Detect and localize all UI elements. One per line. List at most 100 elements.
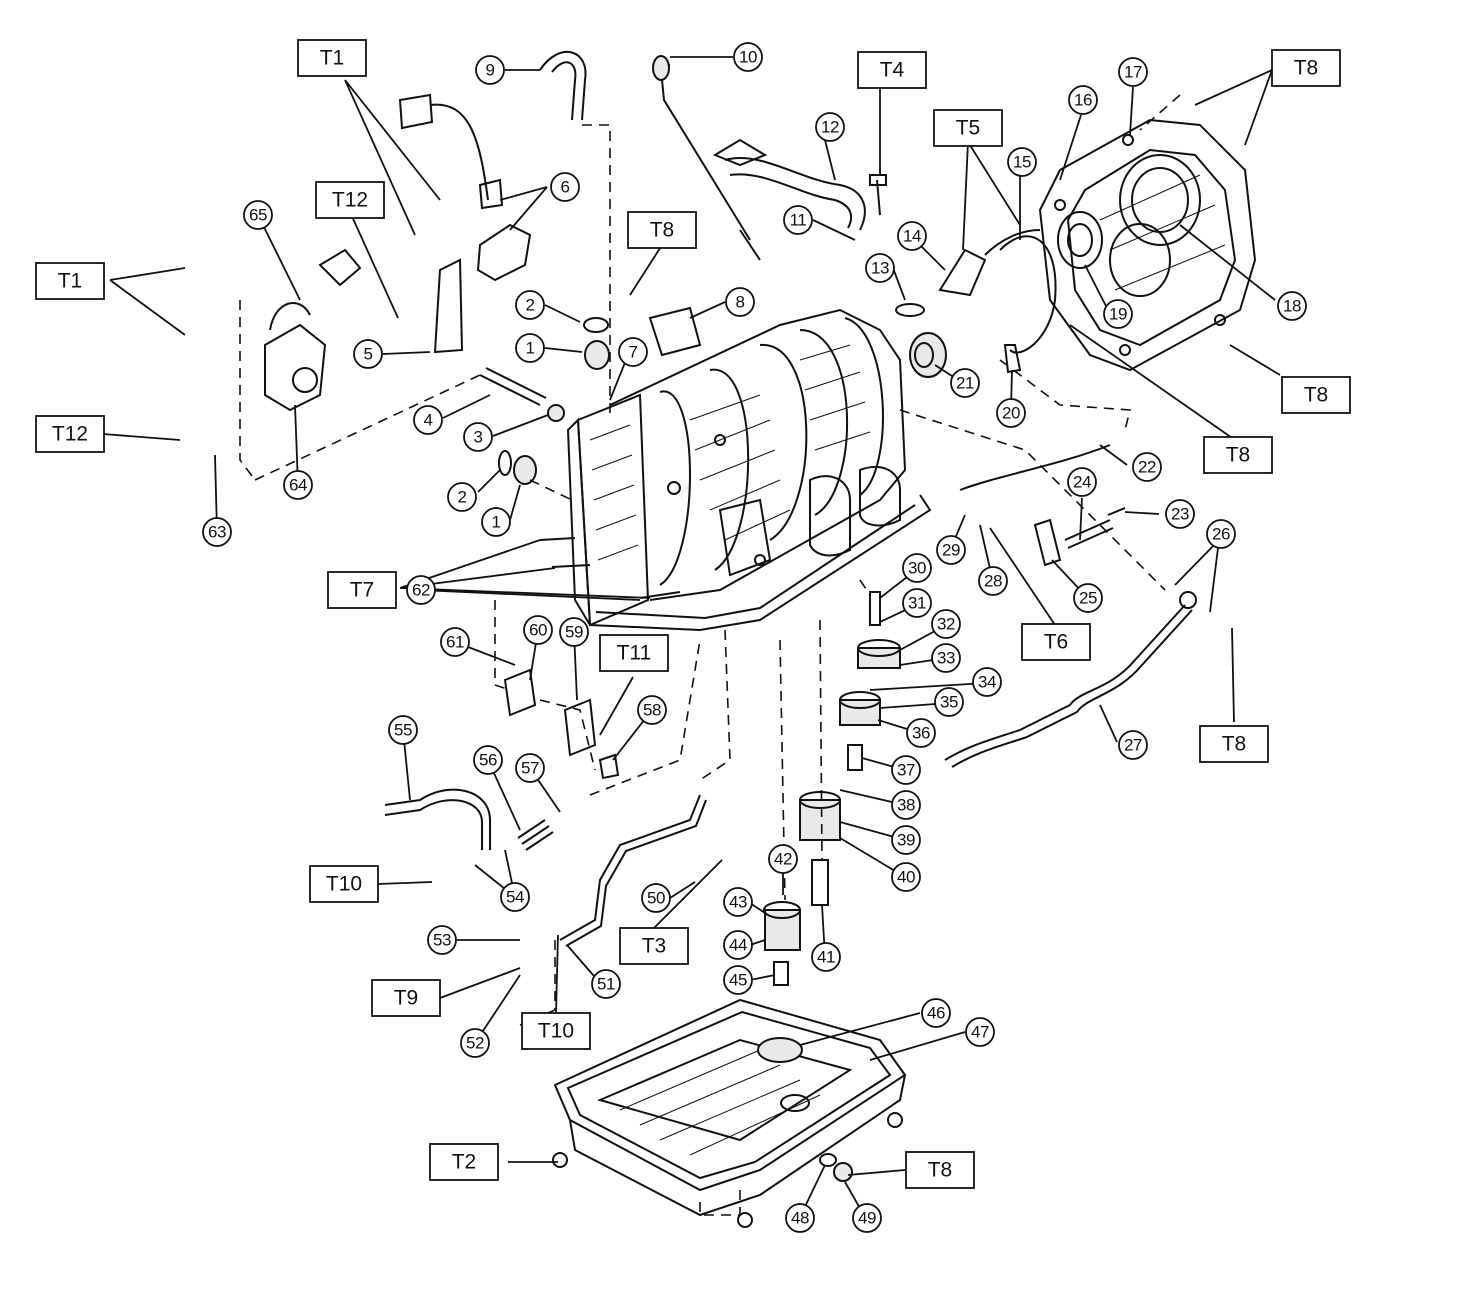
svg-text:2: 2	[458, 488, 467, 507]
svg-text:T11: T11	[617, 642, 652, 665]
torque-label-t7: T7	[327, 571, 397, 609]
svg-text:T6: T6	[1044, 631, 1069, 654]
assembly-lines	[239, 94, 1181, 1216]
svg-text:39: 39	[897, 831, 915, 850]
svg-text:6: 6	[561, 178, 570, 197]
callout-10: 10	[733, 42, 763, 72]
svg-text:55: 55	[394, 721, 412, 740]
svg-text:23: 23	[1171, 505, 1189, 524]
callout-52: 52	[460, 1028, 490, 1058]
torque-label-t11: T11	[599, 634, 669, 672]
oil-pipe-bracket	[384, 788, 491, 850]
torque-label-t3: T3	[619, 927, 689, 965]
parking-rod	[959, 444, 1111, 491]
svg-text:32: 32	[937, 615, 955, 634]
callout-23: 23	[1165, 499, 1195, 529]
callout-51: 51	[591, 969, 621, 999]
callout-27: 27	[1118, 730, 1148, 760]
svg-text:31: 31	[908, 594, 926, 613]
extension-gasket	[999, 235, 1057, 354]
svg-text:56: 56	[479, 751, 497, 770]
svg-text:18: 18	[1283, 297, 1301, 316]
callout-14: 14	[897, 221, 927, 251]
callout-62: 62	[406, 575, 436, 605]
svg-text:2: 2	[526, 296, 535, 315]
torque-label-t8: T8	[905, 1151, 975, 1189]
svg-text:12: 12	[821, 118, 839, 137]
callout-5: 5	[353, 339, 383, 369]
svg-text:58: 58	[643, 701, 661, 720]
callout-40: 40	[891, 862, 921, 892]
svg-text:T1: T1	[320, 47, 345, 70]
bracket	[503, 668, 537, 717]
seal	[513, 455, 537, 485]
callout-65: 65	[243, 200, 273, 230]
callout-2: 2	[447, 482, 477, 512]
callout-9: 9	[475, 55, 505, 85]
callout-2: 2	[515, 290, 545, 320]
torque-label-t10: T10	[309, 865, 379, 903]
callout-41: 41	[811, 942, 841, 972]
svg-text:T3: T3	[642, 935, 667, 958]
callout-42: 42	[768, 844, 798, 874]
callout-55: 55	[388, 715, 418, 745]
svg-text:T1: T1	[58, 270, 83, 293]
callout-16: 16	[1068, 85, 1098, 115]
callouts: 1 1 2 2 3 4 5 6 7 8 9 10 11 12 13 14 15 …	[202, 42, 1307, 1233]
callout-49: 49	[852, 1203, 882, 1233]
svg-text:65: 65	[249, 206, 267, 225]
svg-text:17: 17	[1124, 63, 1142, 82]
callout-45: 45	[723, 965, 753, 995]
callout-43: 43	[723, 887, 753, 917]
svg-text:53: 53	[433, 931, 451, 950]
callout-22: 22	[1132, 452, 1162, 482]
svg-text:59: 59	[565, 623, 583, 642]
callout-11: 11	[783, 205, 813, 235]
harness-connector	[398, 93, 504, 210]
manual-shaft	[479, 367, 547, 406]
torque-label-t1: T1	[297, 39, 367, 77]
callout-8: 8	[725, 287, 755, 317]
svg-text:41: 41	[817, 948, 835, 967]
svg-text:1: 1	[492, 513, 501, 532]
detent-plate	[433, 258, 464, 354]
o-ring	[583, 317, 609, 333]
callout-56: 56	[473, 745, 503, 775]
callout-32: 32	[931, 609, 961, 639]
svg-text:T12: T12	[332, 189, 368, 212]
torque-label-t8: T8	[1281, 376, 1351, 414]
svg-text:16: 16	[1074, 91, 1092, 110]
svg-text:8: 8	[736, 293, 745, 312]
torque-label-t6: T6	[1021, 623, 1091, 661]
svg-text:28: 28	[984, 572, 1002, 591]
extension-housing	[1038, 118, 1257, 372]
svg-text:T4: T4	[880, 59, 905, 82]
svg-text:22: 22	[1138, 458, 1156, 477]
callout-30: 30	[902, 553, 932, 583]
svg-text:64: 64	[289, 476, 307, 495]
svg-text:9: 9	[486, 61, 495, 80]
o-ring	[498, 450, 512, 476]
callout-29: 29	[936, 535, 966, 565]
callout-24: 24	[1067, 467, 1097, 497]
oil-pan	[552, 998, 907, 1228]
pawl-shaft	[1064, 519, 1114, 549]
callout-57: 57	[515, 753, 545, 783]
svg-text:33: 33	[937, 649, 955, 668]
callout-26: 26	[1206, 519, 1236, 549]
svg-text:T8: T8	[1222, 733, 1247, 756]
svg-text:45: 45	[729, 971, 747, 990]
torque-label-t9: T9	[371, 979, 441, 1017]
torque-label-t12: T12	[35, 415, 105, 453]
torque-label-t8: T8	[1271, 49, 1341, 87]
breather-hose	[539, 50, 587, 121]
svg-text:30: 30	[908, 559, 926, 578]
torque-label-t10: T10	[521, 1012, 591, 1050]
svg-text:20: 20	[1002, 404, 1020, 423]
callout-47: 47	[965, 1017, 995, 1047]
callout-37: 37	[891, 755, 921, 785]
torque-label-t8: T8	[1203, 436, 1273, 474]
svg-text:52: 52	[466, 1034, 484, 1053]
svg-text:T8: T8	[1304, 384, 1329, 407]
callout-53: 53	[427, 925, 457, 955]
